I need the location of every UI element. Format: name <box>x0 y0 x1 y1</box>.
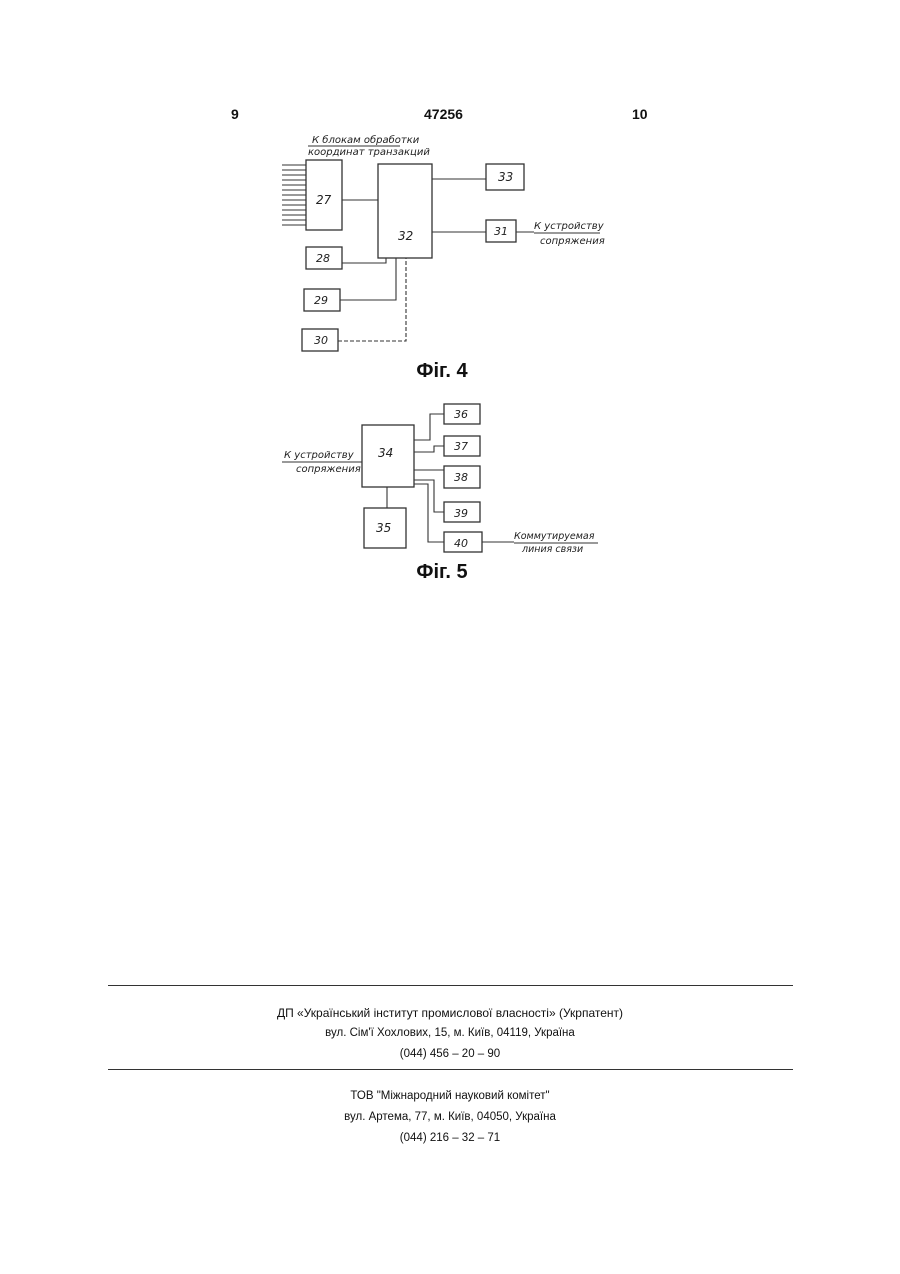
fig4-input-lines <box>282 165 306 225</box>
footer-rule-top <box>108 985 793 986</box>
fig5-left-label-line1: К устройству <box>284 450 355 461</box>
fig4-block-31-label: 31 <box>494 225 508 238</box>
fig5-block-38-label: 38 <box>454 471 468 484</box>
fig5-caption: Фіг. 5 <box>382 561 502 584</box>
fig4-block-32 <box>378 164 432 258</box>
fig4-block-30-label: 30 <box>314 334 328 347</box>
fig4-right-label-line1: К устройству <box>534 221 605 232</box>
fig5-right-label-line1: Коммутируемая <box>514 531 595 542</box>
footer-org2-address: вул. Артема, 77, м. Київ, 04050, Україна <box>0 1111 900 1123</box>
figure-5: К устройству сопряжения 34 35 36 37 38 3… <box>282 404 598 555</box>
footer-org1-name: ДП «Український інститут промислової вла… <box>0 1006 900 1020</box>
fig5-block-35-label: 35 <box>376 521 391 535</box>
footer-rule-middle <box>108 1069 793 1070</box>
fig4-top-label-line1: К блокам обработки <box>312 134 420 146</box>
footer-org1-phone: (044) 456 – 20 – 90 <box>0 1048 900 1060</box>
fig5-block-39-label: 39 <box>454 507 468 520</box>
fig5-block-40-label: 40 <box>454 537 468 550</box>
fig5-left-label-line2: сопряжения <box>296 464 361 475</box>
figure-4: К блокам обработки координат транзакций … <box>282 134 605 351</box>
fig4-block-29-label: 29 <box>314 294 328 307</box>
fig4-block-33-label: 33 <box>498 170 513 184</box>
fig5-right-label-line2: линия связи <box>521 544 583 555</box>
fig4-block-28-label: 28 <box>316 252 330 265</box>
footer-org2-phone: (044) 216 – 32 – 71 <box>0 1132 900 1144</box>
fig4-block-32-label: 32 <box>398 229 413 243</box>
footer-org2-name: ТОВ "Міжнародний науковий комітет" <box>0 1090 900 1102</box>
fig5-block-37-label: 37 <box>454 440 468 453</box>
footer-org1-address: вул. Сім'ї Хохлових, 15, м. Київ, 04119,… <box>0 1027 900 1039</box>
fig4-right-label-line2: сопряжения <box>540 236 605 247</box>
fig5-block-34-label: 34 <box>378 446 393 460</box>
fig4-top-label-line2: координат транзакций <box>308 147 430 158</box>
fig4-block-27-label: 27 <box>316 193 332 207</box>
fig5-block-36-label: 36 <box>454 408 468 421</box>
fig4-caption: Фіг. 4 <box>382 360 502 383</box>
